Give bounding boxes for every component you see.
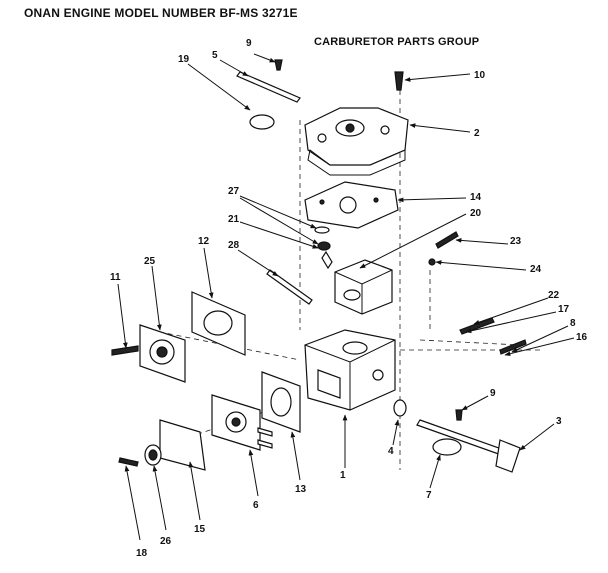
callout-2: 2 — [474, 128, 480, 139]
callout-13: 13 — [295, 484, 307, 495]
carburetor-body — [304, 329, 396, 411]
callout-28: 28 — [228, 240, 240, 251]
throttle-plate — [432, 438, 462, 456]
choke-screw — [274, 59, 283, 71]
fuel-pump-body — [211, 394, 273, 451]
callout-9-bottom: 9 — [490, 388, 496, 399]
pump-screw — [118, 457, 139, 467]
callout-11: 11 — [110, 272, 121, 283]
callout-25: 25 — [144, 256, 156, 267]
carburetor-top-cover — [304, 107, 409, 176]
callout-7: 7 — [426, 490, 432, 501]
air-cleaner-gasket — [191, 291, 246, 356]
callout-27: 27 — [228, 186, 240, 197]
callout-1: 1 — [340, 470, 346, 481]
callout-19: 19 — [178, 54, 190, 65]
callout-21: 21 — [228, 214, 240, 225]
callout-9-top: 9 — [246, 38, 252, 49]
callout-4: 4 — [388, 446, 394, 457]
callout-14: 14 — [470, 192, 482, 203]
gasket-plate — [304, 181, 399, 229]
callout-3: 3 — [556, 416, 562, 427]
choke-plate — [249, 114, 275, 130]
callout-18: 18 — [136, 548, 148, 559]
callout-17: 17 — [558, 304, 570, 315]
seat-bushing — [393, 399, 407, 417]
leader-lines — [117, 53, 575, 541]
diagram-subtitle: CARBURETOR PARTS GROUP — [314, 36, 480, 48]
pump-cap — [144, 444, 162, 466]
callout-12: 12 — [198, 236, 210, 247]
carburetor-float — [334, 259, 393, 315]
float-pin — [266, 269, 313, 305]
needle-valve-parts — [314, 226, 333, 270]
pump-diaphragm — [159, 419, 206, 471]
callout-23: 23 — [510, 236, 522, 247]
callout-16: 16 — [576, 332, 588, 343]
adapter-screw — [111, 345, 139, 356]
callout-22: 22 — [548, 290, 560, 301]
diagram-title: ONAN ENGINE MODEL NUMBER BF-MS 3271E — [24, 6, 298, 20]
idle-screw — [435, 231, 459, 249]
throttle-shaft — [416, 419, 521, 473]
mixture-spring — [499, 339, 527, 355]
callout-6: 6 — [253, 500, 259, 511]
mixture-screw — [459, 317, 495, 335]
callout-26: 26 — [160, 536, 172, 547]
idle-spring — [428, 258, 436, 266]
choke-shaft — [236, 71, 301, 103]
callout-5: 5 — [212, 50, 218, 61]
callout-24: 24 — [530, 264, 542, 275]
air-adapter — [139, 324, 186, 383]
top-cover-screw — [394, 71, 404, 91]
callout-8: 8 — [570, 318, 576, 329]
callout-15: 15 — [194, 524, 206, 535]
throttle-screw — [455, 409, 463, 421]
pump-gasket — [261, 371, 301, 433]
callout-labels: 1 2 3 4 5 6 7 8 9 9 10 11 12 13 14 15 16… — [110, 38, 588, 559]
callout-20: 20 — [470, 208, 482, 219]
callout-10: 10 — [474, 70, 486, 81]
